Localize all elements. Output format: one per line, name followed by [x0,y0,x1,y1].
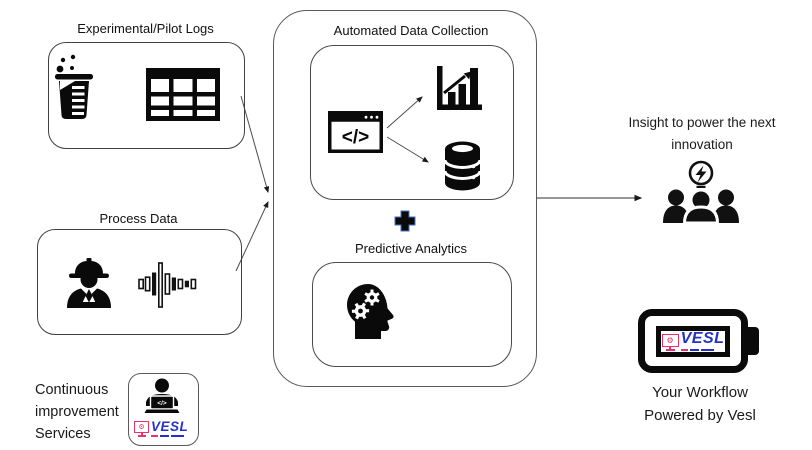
laptop-code-glyph: </> [157,400,167,407]
process-data-title: Process Data [99,211,178,226]
database-icon [444,141,481,191]
developer-at-laptop-icon: </> [144,378,180,413]
vesl-monitor-stand [669,346,672,349]
connector-experimental-to-center [240,95,270,193]
vesl-monitor-base [137,435,146,437]
vesl-monitor-stand [140,433,143,436]
services-badge-box [128,373,199,446]
vesl-logo-small: ⚙ VESL [134,419,189,437]
central-container-box [273,10,537,387]
beaker-icon [55,54,93,119]
experimental-logs-box [48,42,245,149]
insight-caption-line1: Insight to power the next [628,115,776,130]
vesl-monitor-icon: ⚙ [134,421,149,437]
idea-team-icon [663,160,739,223]
vesl-monitor-base [665,348,675,351]
plus-icon [394,210,416,232]
workflow-caption-line2: Powered by Vesl [644,407,756,424]
automated-data-collection-box [310,45,514,200]
vesl-gear-icon: ⚙ [666,335,674,345]
insight-caption: Insight to power the next innovation [612,112,792,156]
workflow-caption-line1: Your Workflow [652,384,748,401]
battery-terminal [746,327,759,355]
vesl-monitor-icon: ⚙ [661,333,679,351]
automated-data-collection-title: Automated Data Collection [333,23,489,38]
services-caption-line3: Services [35,426,91,442]
vesl-tagline [151,435,184,437]
services-caption-line1: Continuous [35,382,109,398]
battery-inner-frame: ⚙ VESL [656,325,730,357]
vesl-logo: ⚙ VESL [661,330,725,351]
workflow-caption: Your Workflow Powered by Vesl [608,381,792,427]
predictive-analytics-title: Predictive Analytics [355,241,467,256]
services-caption-line2: improvement [35,404,119,420]
engineer-icon [67,258,111,308]
machine-learning-head-icon [347,284,394,339]
growth-chart-icon [437,66,482,110]
vesl-wordmark: VESL [151,419,189,434]
vesl-battery-logo: ⚙ VESL [638,309,748,373]
predictive-analytics-box [312,262,512,367]
process-data-box [37,229,242,335]
vesl-gear-icon: ⚙ [138,424,145,432]
insight-caption-line2: innovation [671,137,733,152]
code-window-icon: </> [328,111,383,153]
code-glyph: </> [342,127,369,148]
experimental-logs-title: Experimental/Pilot Logs [77,21,214,36]
data-table-icon [146,68,220,121]
services-caption: Continuous improvement Services [35,379,135,445]
waveform-icon [138,262,197,308]
vesl-tagline [680,348,714,351]
vesl-wordmark: VESL [680,330,725,348]
